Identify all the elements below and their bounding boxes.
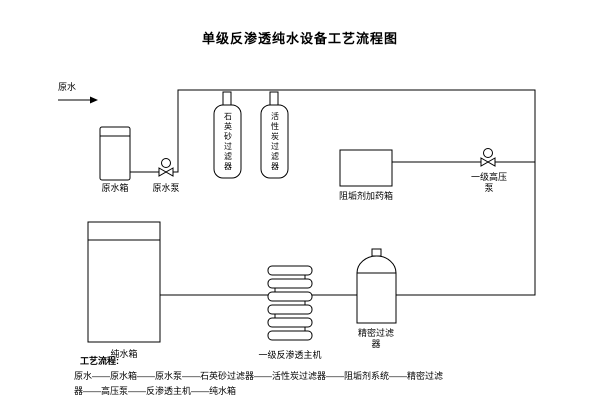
raw-water-tank-shape [99,126,131,181]
dosing-tank-shape [339,149,393,187]
process-flow-line2: 器——高压泵——反渗透主机——纯水箱 [74,386,237,396]
precision-filter-shape [356,248,397,324]
high-pressure-pump-label-line1: 一级高压 [470,172,507,182]
high-pressure-pump-label-line2: 泵 [484,183,494,193]
quartz-sand-filter-label-text: 石英砂过滤器 [223,112,233,172]
high-pressure-pump-label: 一级高压 泵 [467,172,511,194]
pure-water-tank-shape [87,221,161,343]
activated-carbon-filter-label-text: 活性炭过滤器 [270,112,280,172]
quartz-sand-filter-label: 石英砂过滤器 [214,108,241,176]
quartz-sand-filter-shape [213,91,242,179]
raw-water-pump-label: 原水泵 [152,183,180,193]
raw-water-arrow-icon [58,96,98,104]
precision-filter-label-line1: 精密过滤 [357,328,394,338]
high-pressure-pump-icon [480,148,496,167]
precision-filter-label-line2: 器 [371,339,381,349]
process-flow-heading: 工艺流程: [80,356,119,366]
raw-water-pump-icon [158,158,174,177]
ro-unit-shape [267,265,313,341]
process-flow-line1: 原水——原水箱——原水泵——石英砂过滤器——活性炭过滤器——阻垢剂系统——精密过… [74,371,444,381]
dosing-tank-label: 阻垢剂加药箱 [338,191,393,201]
page-title: 单级反渗透纯水设备工艺流程图 [201,31,398,46]
activated-carbon-filter-label: 活性炭过滤器 [261,108,288,176]
raw-water-tank-label: 原水箱 [101,183,129,193]
pure-water-tank-label: 纯水箱 [110,349,138,359]
ro-unit-label: 一级反渗透主机 [258,350,322,360]
activated-carbon-filter-shape [260,91,289,179]
precision-filter-label: 精密过滤 器 [352,328,400,350]
raw-water-label: 原水 [58,82,77,92]
